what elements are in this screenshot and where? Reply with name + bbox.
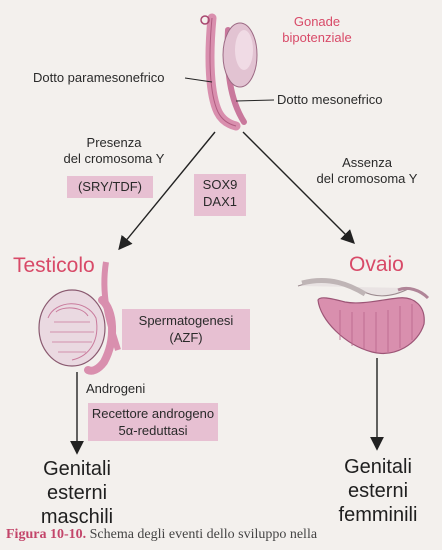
y-absence-label: Assenza del cromosoma Y (292, 155, 442, 187)
y-absence-line2: del cromosoma Y (316, 171, 418, 186)
azf-label: (AZF) (169, 330, 203, 345)
gonad-title-line2: bipotenziale (282, 30, 352, 45)
figure-caption-label: Figura 10-10. (6, 527, 87, 542)
figure-caption: Figura 10-10. Schema degli eventi dello … (6, 527, 442, 550)
testis-title: Testicolo (13, 254, 95, 277)
gonad-title-line1: Gonade (293, 14, 341, 29)
figure-caption-text: Schema degli eventi dello sviluppo nella (89, 527, 318, 542)
androgens-label: Androgeni (86, 381, 146, 396)
y-presence-label: Presenza del cromosoma Y (44, 135, 184, 167)
male-outcome-line1: Genitali (43, 458, 111, 480)
arrow-to-ovary (242, 131, 355, 244)
male-outcome-line2: esterni (46, 482, 108, 504)
arrow-to-testis (118, 131, 216, 251)
androgen-receptor-box: Recettore androgeno 5α-reduttasi (88, 403, 218, 441)
dax1-label: DAX1 (203, 194, 237, 209)
ovary-title: Ovaio (349, 253, 404, 276)
spermatogenesis-label: Spermatogenesi (138, 313, 234, 328)
bipotential-gonad-drawing (200, 13, 258, 131)
spermatogenesis-box: Spermatogenesi (AZF) (122, 309, 250, 350)
female-outcome-line2: esterni (347, 480, 409, 502)
sry-tdf-box: (SRY/TDF) (67, 176, 153, 198)
male-genitalia-outcome: Genitali esterni maschili (17, 457, 137, 529)
mesonephric-leader-line (235, 99, 275, 102)
sox9-label: SOX9 (202, 177, 238, 192)
androgen-receptor-label: Recettore androgeno (91, 406, 215, 421)
testis-drawing (38, 261, 121, 375)
5-alpha-reductase-label: 5α-reduttasi (118, 423, 188, 438)
mesonephric-duct-label: Dotto mesonefrico (277, 92, 383, 107)
paramesonephric-leader-line (184, 77, 213, 83)
female-outcome-line1: Genitali (344, 456, 412, 478)
male-outcome-line3: maschili (40, 506, 114, 528)
gonad-title: Gonade bipotenziale (262, 14, 372, 46)
paramesonephric-duct-label: Dotto paramesonefrico (33, 70, 165, 85)
female-outcome-line3: femminili (338, 504, 418, 526)
female-genitalia-outcome: Genitali esterni femminili (318, 455, 438, 527)
ovary-drawing (297, 278, 430, 354)
y-presence-line2: del cromosoma Y (63, 151, 165, 166)
y-presence-line1: Presenza (86, 135, 142, 150)
y-absence-line1: Assenza (342, 155, 392, 170)
sox9-dax1-box: SOX9 DAX1 (194, 174, 246, 216)
